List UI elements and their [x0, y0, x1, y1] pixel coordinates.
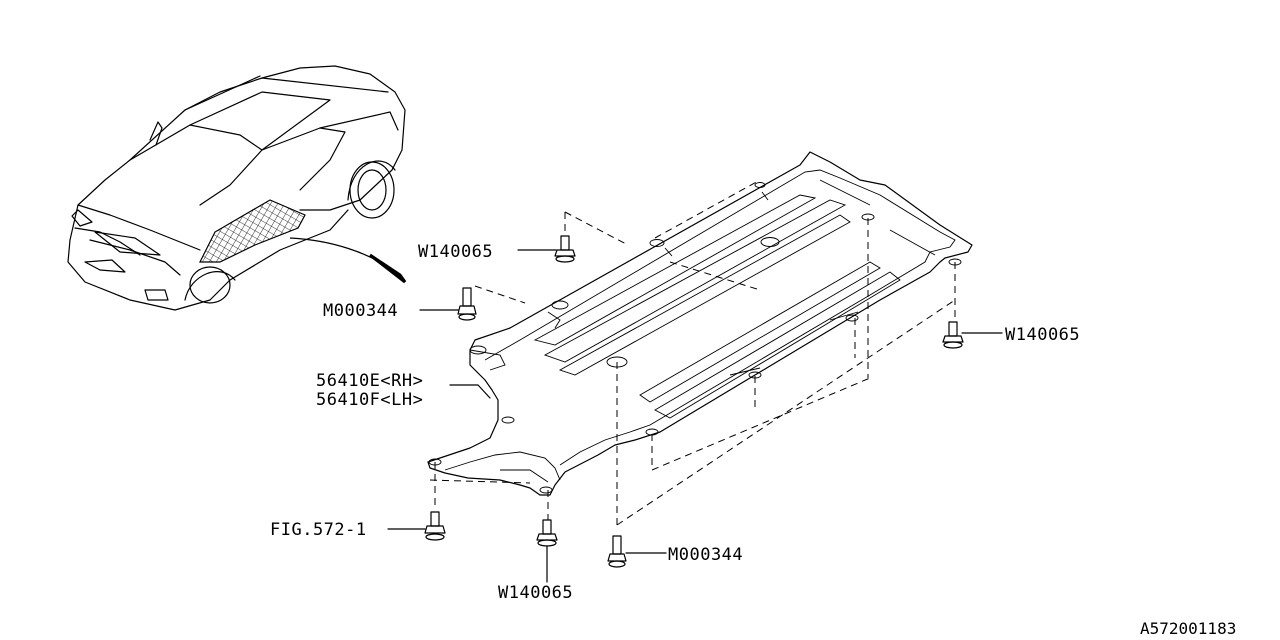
- under-cover-panel: [427, 151, 973, 496]
- connector-lines: [429, 179, 956, 526]
- label-w140065-top: W140065: [418, 242, 493, 262]
- label-m000344-bottom: M000344: [668, 545, 743, 565]
- fastener-m000344-bottom: [607, 535, 627, 568]
- undercover-highlight: [199, 199, 306, 263]
- diagram-code: A572001183: [1140, 619, 1236, 638]
- fastener-w140065-bottom: [536, 519, 558, 547]
- fastener-m000344-top: [457, 287, 477, 321]
- label-part-rh: 56410E<RH>: [316, 371, 423, 391]
- label-part-lh: 56410F<LH>: [316, 390, 423, 410]
- label-w140065-right: W140065: [1005, 325, 1080, 345]
- fastener-w140065-top: [554, 235, 576, 263]
- fastener-w140065-right: [942, 321, 964, 349]
- car-illustration: [67, 65, 407, 311]
- label-fig-ref: FIG.572-1: [270, 520, 367, 540]
- label-w140065-bottom: W140065: [498, 583, 573, 603]
- leader-lines: [387, 249, 1003, 583]
- fastener-fig572: [424, 511, 446, 541]
- label-m000344-top: M000344: [323, 301, 398, 321]
